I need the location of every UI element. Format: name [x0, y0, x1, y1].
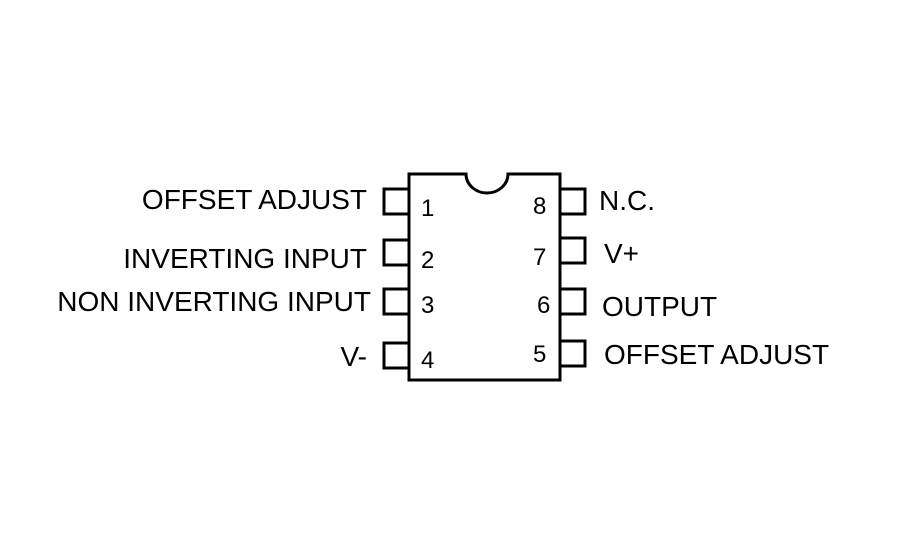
pin-7-label: V+: [604, 238, 639, 269]
pin-3-pad: [382, 287, 411, 316]
pin-4-pad: [382, 341, 411, 370]
pin-2-pad: [382, 238, 411, 267]
pin-6-label: OUTPUT: [602, 291, 717, 322]
pin-2-label: INVERTING INPUT: [123, 243, 367, 274]
pin-8-label: N.C.: [599, 185, 655, 216]
pin-1-pad: [382, 187, 411, 216]
pin-3-label: NON INVERTING INPUT: [57, 286, 371, 317]
pin-8-number: 8: [533, 193, 546, 220]
pin-3-number: 3: [421, 292, 434, 319]
ic-body: [407, 172, 562, 382]
pin-5-label: OFFSET ADJUST: [604, 339, 829, 370]
pin-6-pad: [558, 287, 587, 316]
pin-1-label: OFFSET ADJUST: [142, 184, 367, 215]
pin-5-pad: [558, 339, 587, 368]
pin-7-number: 7: [533, 244, 546, 271]
pin-4-number: 4: [421, 347, 434, 374]
pin-2-number: 2: [421, 247, 434, 274]
pin-1-number: 1: [421, 195, 434, 222]
pin-6-number: 6: [537, 292, 550, 319]
pin-8-pad: [558, 187, 587, 216]
pin-5-number: 5: [533, 341, 546, 368]
pin-4-label: V-: [341, 341, 367, 372]
pin-7-pad: [558, 236, 587, 265]
